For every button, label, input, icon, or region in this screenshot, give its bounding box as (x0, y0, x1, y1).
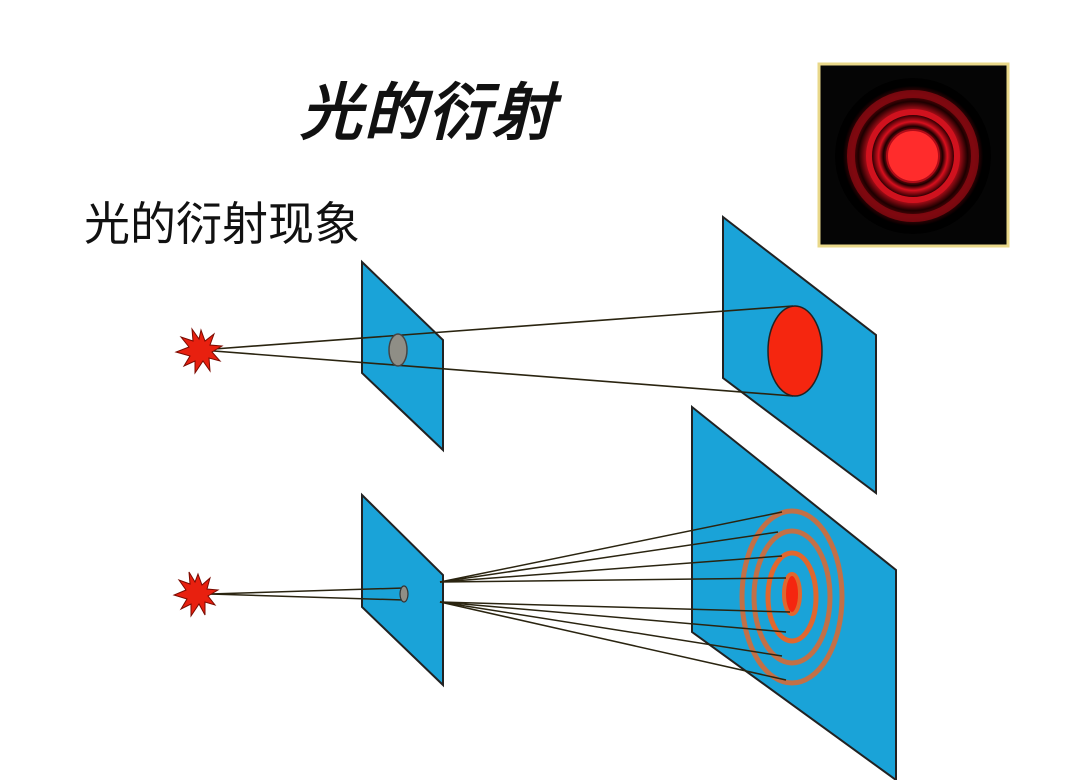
photo-ring-middle (866, 109, 960, 203)
diffraction-ring-3 (751, 528, 833, 666)
star-burst-icon (172, 571, 220, 618)
ray-incoming-upper (209, 587, 405, 595)
small-aperture-hole (399, 585, 409, 603)
photo-center-spot (886, 129, 940, 183)
setup-small-aperture (172, 404, 897, 780)
photo-ring-outer (847, 90, 979, 222)
ray-incoming-lower (209, 593, 405, 601)
section-heading: 光的衍射现象 (84, 197, 360, 251)
diverging-rays (439, 511, 791, 681)
star-burst-icon (174, 327, 224, 375)
diffraction-center (782, 572, 802, 616)
diffraction-photo (817, 62, 1010, 248)
ray-top-upper (200, 305, 794, 351)
large-aperture-hole (388, 333, 408, 367)
diffraction-ring-4 (739, 508, 845, 686)
bright-spot (767, 305, 823, 397)
diffraction-ring-2 (765, 550, 819, 644)
setup-large-aperture (174, 214, 877, 496)
page-title: 光的衍射 (300, 76, 557, 149)
ray-top-lower (200, 349, 794, 397)
